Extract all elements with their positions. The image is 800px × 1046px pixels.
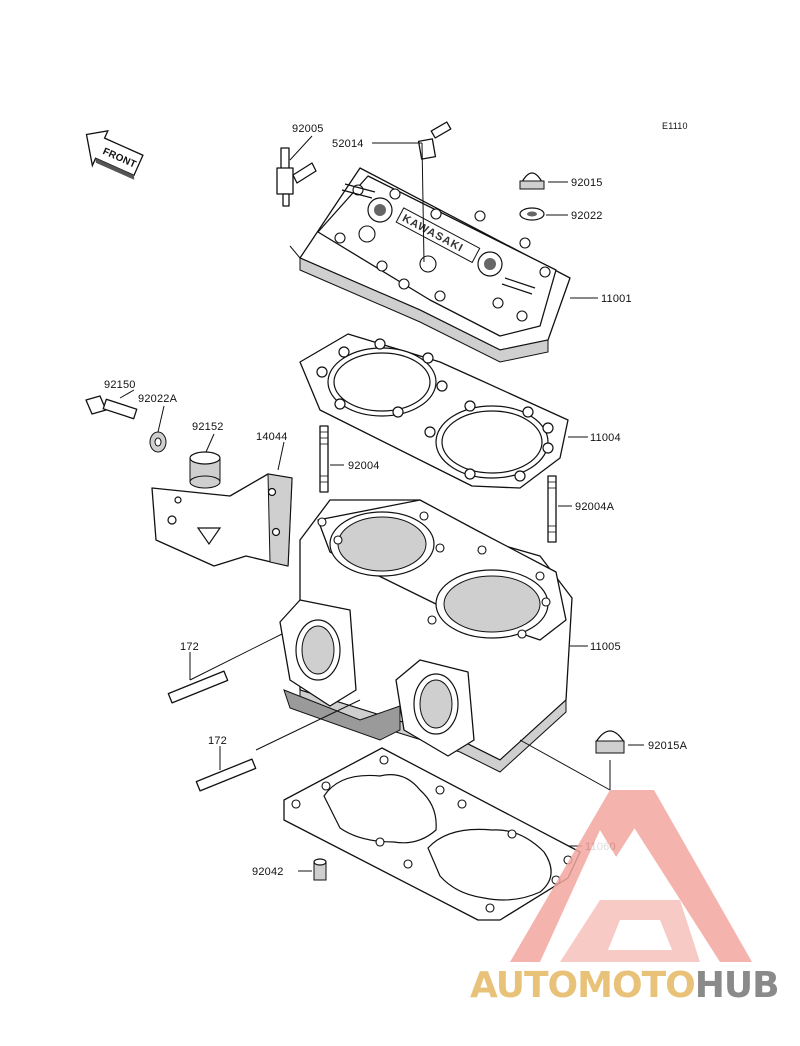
cylinder-block bbox=[279, 499, 573, 773]
label-92150: 92150 bbox=[104, 379, 136, 391]
svg-text:AUTOMOTOHUB: AUTOMOTOHUB bbox=[470, 965, 779, 1006]
collar-92152 bbox=[189, 451, 221, 489]
base-gasket bbox=[283, 747, 581, 921]
fitting-92005 bbox=[276, 147, 317, 207]
label-172-upper: 172 bbox=[180, 641, 199, 653]
stud-172-lower bbox=[195, 758, 257, 792]
bolt-92150 bbox=[85, 395, 138, 420]
label-92022: 92022 bbox=[571, 210, 603, 222]
watermark-text: AUTOMOTOHUB bbox=[470, 965, 780, 1006]
label-92152: 92152 bbox=[192, 421, 224, 433]
head-gasket bbox=[299, 333, 569, 489]
front-arrow-icon: FRONT bbox=[85, 129, 144, 180]
label-92015A: 92015A bbox=[648, 740, 688, 752]
label-172-lower: 172 bbox=[208, 735, 227, 747]
stud-92004 bbox=[319, 425, 329, 493]
leader-lines bbox=[119, 135, 644, 872]
watermark-text-main: AUTOMOTO bbox=[470, 965, 695, 1006]
label-92015: 92015 bbox=[571, 177, 603, 189]
diagram-code: E1110 bbox=[662, 121, 688, 131]
stud-172-upper bbox=[167, 670, 229, 704]
stud-92004A bbox=[547, 475, 557, 543]
bracket-14044 bbox=[151, 473, 293, 567]
cap-nut-92015A bbox=[595, 730, 625, 754]
label-52014: 52014 bbox=[332, 138, 364, 150]
label-92022A: 92022A bbox=[138, 393, 178, 405]
label-11004: 11004 bbox=[590, 432, 621, 444]
fitting-52014 bbox=[417, 121, 452, 160]
cylinder-head: KAWASAKI bbox=[299, 167, 571, 363]
label-92004: 92004 bbox=[348, 460, 380, 472]
watermark-logo-icon bbox=[510, 790, 752, 962]
dowel-92042 bbox=[313, 858, 327, 881]
label-92004A: 92004A bbox=[575, 501, 615, 513]
label-11001: 11001 bbox=[601, 293, 632, 305]
watermark-text-hub: HUB bbox=[695, 965, 779, 1006]
label-92005: 92005 bbox=[292, 123, 324, 135]
label-11005: 11005 bbox=[590, 641, 621, 653]
label-14044: 14044 bbox=[256, 431, 288, 443]
label-92042: 92042 bbox=[252, 866, 284, 878]
